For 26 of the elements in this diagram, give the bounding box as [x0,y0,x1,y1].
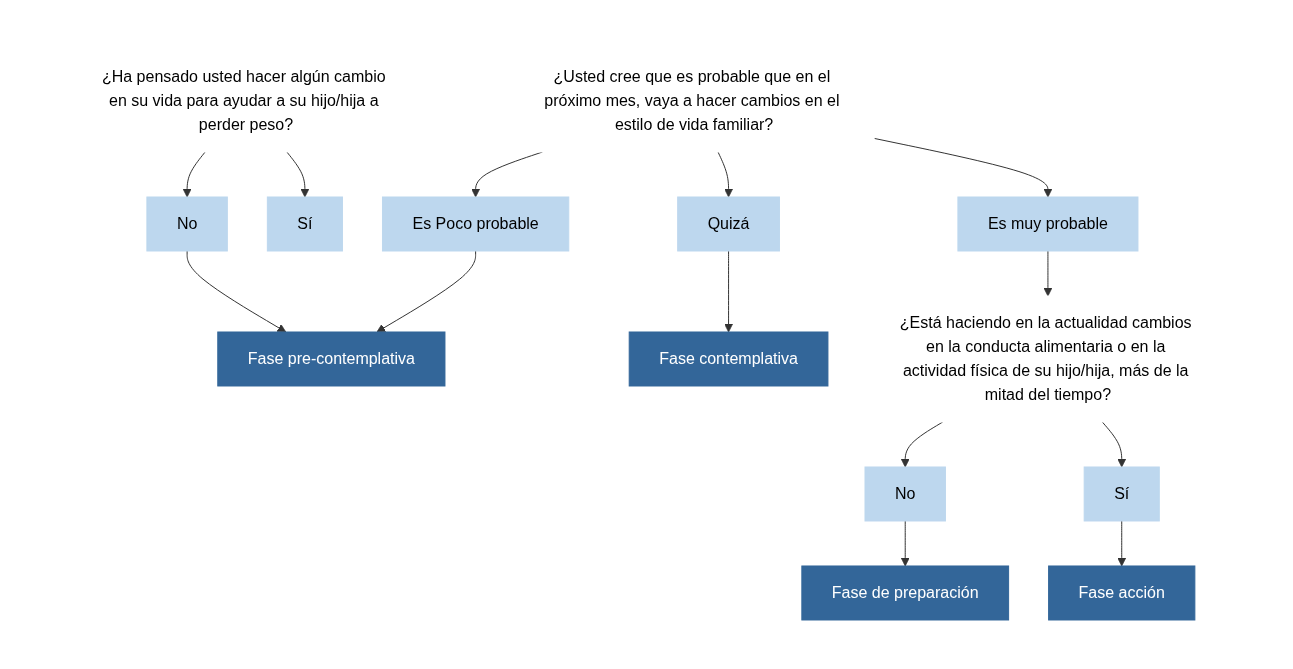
node-text: ¿Ha pensado usted hacer algún cambio en su vida para ayudar a su hijo/hija a perder peso? [101,67,386,133]
node-box: Fase de preparación [800,565,1009,620]
arrow [1043,250,1052,296]
node-box: Es muy probable [956,196,1138,251]
arrow [1101,421,1126,467]
node-box: Sí [1083,466,1160,521]
node-text: ¿Está haciendo en la actualidad cambios en la conducta alimentaria o en la actividad física de su hijo/hija, más de la mitad del tiempo? [899,313,1192,403]
node-box: No [864,466,946,521]
arrow [717,151,733,197]
node-box: Fase contemplativa [628,331,828,386]
node-box: Fase pre-contemplativa [216,331,445,386]
node-box: Sí [266,196,343,251]
arrow [723,250,733,332]
node-box: Quizá [676,196,780,251]
node-box: Es Poco probable [381,196,569,251]
node-box: No [145,196,228,251]
arrow [873,137,1052,197]
arrow [1116,520,1126,566]
arrow [376,250,476,332]
node-text: ¿Usted cree que es probable que en el próximo mes, vaya a hacer cambios en el estilo de vida familiar? [543,67,840,133]
arrow [186,250,286,332]
arrow [285,151,309,197]
node-box: Fase acción [1047,565,1195,620]
arrow [182,151,206,197]
arrow [900,520,910,566]
arrow [900,421,943,467]
